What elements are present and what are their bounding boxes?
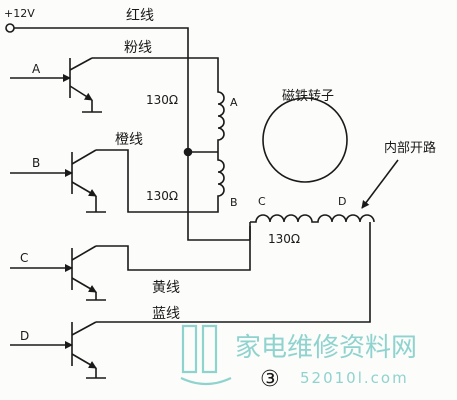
coil-a-resistance: 130Ω — [146, 93, 178, 107]
coil-b-resistance: 130Ω — [146, 189, 178, 203]
pink-wire-label: 粉线 — [124, 40, 152, 56]
input-label-a: A — [32, 62, 41, 76]
yellow-wire-label: 黄线 — [152, 279, 180, 296]
coil-b — [217, 152, 225, 210]
transistor-c — [10, 226, 251, 301]
magnet-rotor — [262, 97, 348, 183]
figure-number: ③ — [260, 367, 280, 392]
supply-voltage-label: +12V — [4, 7, 35, 20]
coil-d-label: D — [338, 195, 346, 208]
coil-a-label: A — [230, 96, 238, 109]
blue-wire-label: 蓝线 — [152, 306, 180, 322]
coil-c-label: C — [258, 195, 266, 208]
watermark-logo-icon — [180, 324, 232, 386]
watermark-text: 家电维修资料网 — [235, 333, 417, 363]
orange-wire-label: 橙线 — [115, 132, 143, 148]
fault-label: 内部开路 — [384, 140, 436, 156]
coil-cd — [250, 214, 375, 223]
watermark: 家电维修资料网 52010l.com — [180, 324, 417, 387]
transistor-d — [10, 222, 371, 379]
red-wire — [14, 27, 250, 241]
input-label-d: D — [20, 329, 29, 343]
rotor-label: 磁铁转子 — [282, 89, 334, 104]
coil-cd-resistance: 130Ω — [268, 232, 300, 246]
coil-b-label: B — [230, 196, 238, 209]
input-label-c: C — [20, 251, 28, 265]
coil-a — [217, 88, 225, 152]
red-wire-label: 红线 — [126, 8, 154, 24]
transistor-a — [10, 57, 219, 113]
fault-arrow — [361, 159, 399, 209]
watermark-url: 52010l.com — [300, 369, 409, 387]
input-label-b: B — [32, 156, 40, 170]
transistor-b — [10, 149, 219, 213]
supply-terminal — [5, 23, 15, 33]
